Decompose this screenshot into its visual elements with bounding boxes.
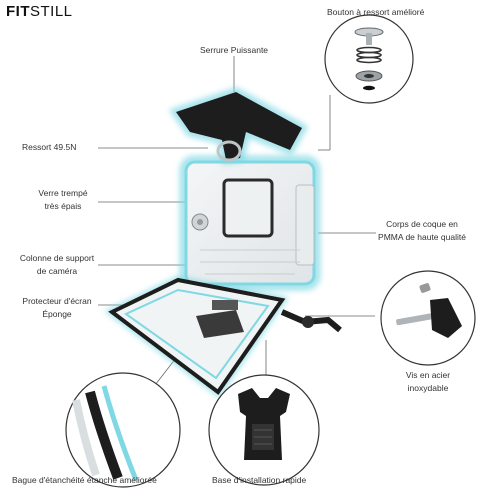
label-body-line-1: Corps de coque en: [386, 219, 458, 229]
screw-detail: [380, 270, 476, 366]
label-body-line-2: PMMA de haute qualité: [378, 232, 466, 242]
label-protector: Protecteur d'écran Éponge: [16, 295, 98, 321]
label-spring-button: Bouton à ressort amélioré: [327, 7, 425, 17]
label-column-line-2: de caméra: [36, 266, 78, 276]
label-glass-line-1: Verre trempé: [38, 188, 88, 198]
label-protector-line-1: Protecteur d'écran: [22, 296, 92, 306]
quick-base-detail: [208, 374, 320, 486]
brand-logo-bold: FIT: [6, 3, 30, 20]
label-lock: Serrure Puissante: [200, 45, 269, 55]
thumb-screw: [280, 309, 342, 333]
label-quick-base: Base d'installation rapide: [212, 475, 307, 485]
label-spring: Ressort 49.5N: [22, 142, 77, 152]
label-screw: Vis en acier inoxydable: [396, 369, 460, 395]
label-glass-line-2: très épais: [44, 201, 82, 211]
back-door: [104, 275, 289, 398]
spring-button-detail: [324, 14, 414, 104]
label-column: Colonne de support de caméra: [14, 252, 100, 278]
label-body: Corps de coque en PMMA de haute qualité: [372, 218, 472, 244]
housing: [179, 155, 321, 291]
brand-logo: FITSTILL: [6, 3, 73, 20]
lock-latch: [168, 87, 309, 166]
label-glass: Verre trempé très épais: [30, 187, 96, 213]
brand-logo-rest: STILL: [30, 3, 73, 20]
label-screw-line-2: inoxydable: [407, 383, 449, 393]
label-protector-line-2: Éponge: [42, 309, 72, 319]
label-seal-ring: Bague d'étanchéité étanche améliorée: [12, 475, 157, 485]
label-screw-line-1: Vis en acier: [405, 370, 451, 380]
label-column-line-1: Colonne de support: [19, 253, 95, 263]
seal-ring-detail: [65, 372, 181, 488]
